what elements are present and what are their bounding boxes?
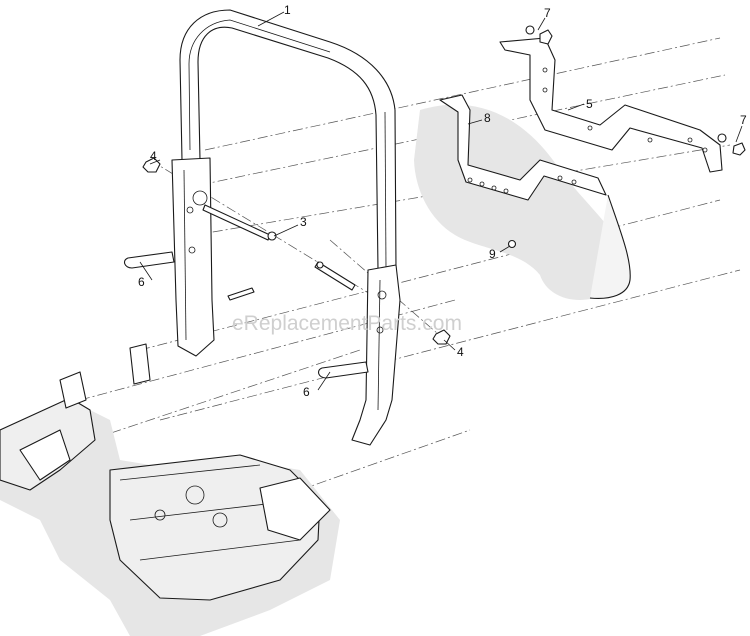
callout-7-right: 7 bbox=[740, 113, 747, 127]
callouts: 1 3 4 4 5 6 6 7 7 8 9 bbox=[138, 3, 747, 399]
callout-7-top: 7 bbox=[544, 6, 551, 20]
callout-1: 1 bbox=[284, 3, 291, 17]
callout-8: 8 bbox=[484, 111, 491, 125]
callout-3: 3 bbox=[300, 215, 307, 229]
leader-lines bbox=[139, 11, 743, 391]
callout-4-right: 4 bbox=[457, 345, 464, 359]
callout-6-left: 6 bbox=[138, 275, 145, 289]
fender-panel bbox=[414, 94, 631, 300]
u-brackets bbox=[123, 251, 369, 379]
upper-bracket bbox=[499, 37, 723, 173]
watermark: eReplacementParts.com bbox=[232, 312, 462, 335]
roll-bar bbox=[171, 9, 401, 446]
callout-5: 5 bbox=[586, 97, 593, 111]
callout-4-upper: 4 bbox=[150, 149, 157, 163]
lower-chassis bbox=[0, 371, 340, 636]
hardware bbox=[129, 25, 746, 385]
callout-9: 9 bbox=[489, 247, 496, 261]
callout-6-right: 6 bbox=[303, 385, 310, 399]
